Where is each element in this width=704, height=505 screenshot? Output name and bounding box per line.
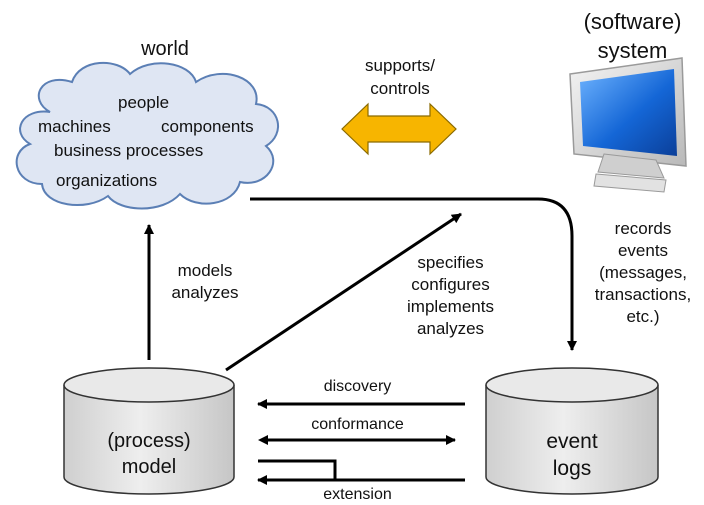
world-title: world [141,38,189,60]
discovery-label: discovery [323,378,392,395]
records-arrow [250,197,577,351]
transactions-line: transactions, [594,285,692,305]
process-model-label: (process) model [79,428,219,480]
model-line: model [121,456,177,478]
etc-line: etc.) [626,307,660,327]
computer-icon [569,57,687,193]
events-line: events [617,241,669,261]
system-title-line2: system [597,37,668,63]
supports-double-arrow [341,102,457,156]
event-logs-cylinder [485,367,659,495]
supports-line: supports/ [365,56,435,75]
controls-line: controls [370,78,430,98]
models-analyzes-label: models analyzes [160,260,250,304]
world-item-business-processes: business processes [54,141,204,160]
event-line: event [546,430,598,453]
extension-arrow [257,459,465,485]
records-line: records [614,219,672,238]
world-cloud [15,61,279,210]
logs-line: logs [552,457,592,481]
system-title: (software) system [565,8,700,65]
specifies-analyzes-line: analyzes [416,319,485,339]
world-item-people: people [118,93,170,112]
conformance-label: conformance [311,416,404,433]
models-line: models [177,261,233,280]
configures-line: configures [411,275,490,295]
world-item-machines: machines [38,117,111,136]
records-events-label: records events (messages, transactions, … [583,218,703,328]
process-model-cylinder [63,367,235,495]
supports-controls-label: supports/ controls [340,55,460,101]
world-item-components: components [161,117,254,136]
extension-label: extension [323,486,392,503]
specifies-line: specifies [417,253,484,272]
analyzes-line: analyzes [171,283,239,303]
process-line: (process) [107,430,191,452]
specifies-label: specifies configures implements analyzes [393,252,508,340]
world-item-organizations: organizations [56,171,158,190]
event-logs-label: event logs [502,428,642,483]
system-title-line1: (software) [583,9,682,34]
messages-line: (messages, [599,263,687,283]
implements-line: implements [407,297,494,317]
specifies-arrow [225,212,462,372]
